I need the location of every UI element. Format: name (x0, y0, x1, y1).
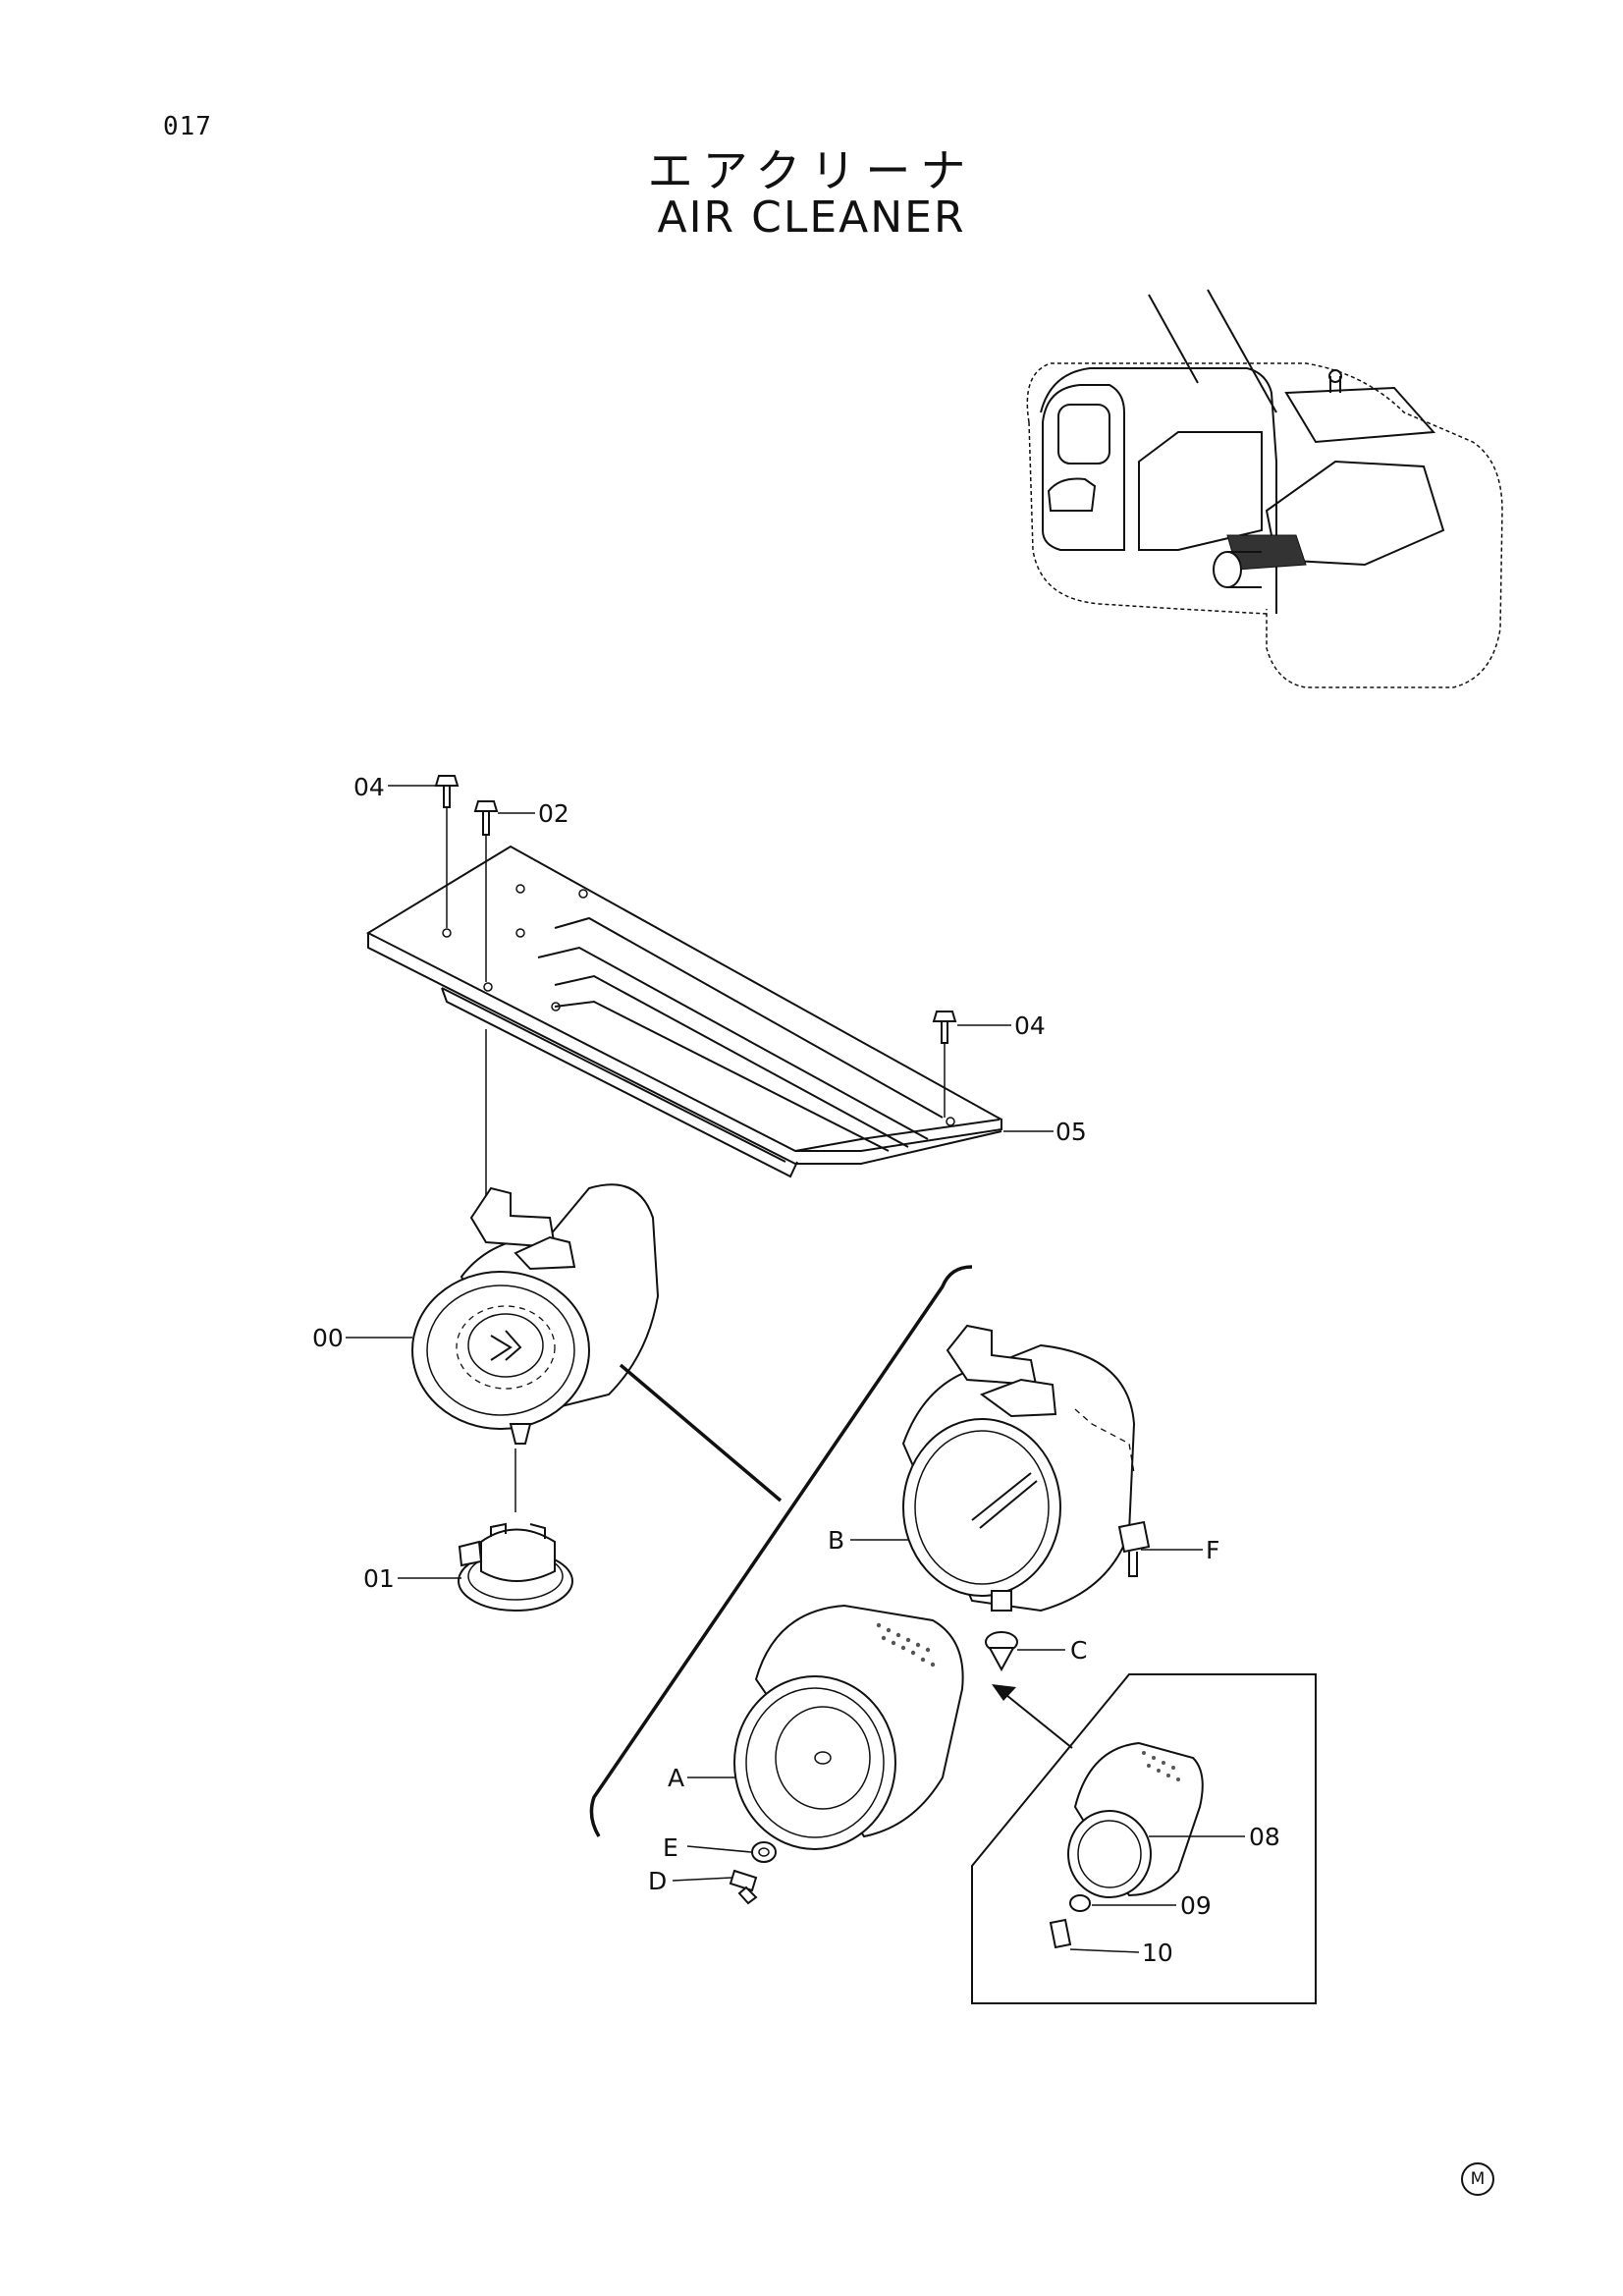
bracket-plate-illustration (365, 845, 1002, 1178)
detail-group-bracket (589, 1265, 973, 1837)
label-element-08: 08 (1249, 1823, 1280, 1851)
air-cleaner-assembly-illustration (411, 1183, 660, 1445)
label-washer-E: E (663, 1833, 678, 1862)
wing-nut-illustration (729, 1869, 758, 1905)
label-valve-cap-C: C (1070, 1636, 1087, 1665)
label-bolt-10: 10 (1142, 1939, 1173, 1967)
page-number: 017 (163, 112, 212, 141)
bolt-04-right-illustration (932, 1011, 957, 1118)
bolt-02-illustration (473, 800, 499, 1237)
label-bracket-05: 05 (1055, 1118, 1087, 1146)
m-mark: M (1461, 2162, 1494, 2196)
washer-illustration (751, 1841, 777, 1863)
label-element-A: A (668, 1764, 684, 1792)
title-english: AIR CLEANER (657, 192, 966, 243)
label-valve-F: F (1206, 1536, 1219, 1564)
label-o-ring-09: 09 (1180, 1891, 1212, 1920)
label-bolt-04-top-left: 04 (353, 773, 385, 801)
label-bolt-02: 02 (538, 799, 569, 828)
element-outer-illustration (733, 1604, 964, 1850)
body-illustration (901, 1324, 1151, 1613)
leader-lines (346, 785, 1245, 1953)
title-japanese: エアクリーナ (647, 144, 976, 197)
cap-illustration (458, 1449, 573, 1612)
valve-cap-illustration (985, 1631, 1018, 1672)
label-bolt-04-right: 04 (1014, 1011, 1046, 1040)
label-cap-01: 01 (363, 1564, 395, 1593)
inner-element-detail-box (971, 1673, 1317, 2004)
bolt-04-top-left-illustration (434, 775, 460, 928)
label-assembly-00: 00 (312, 1324, 344, 1352)
label-body-B: B (828, 1526, 844, 1555)
excavator-overview-illustration (1026, 289, 1503, 688)
label-wing-nut-D: D (648, 1867, 667, 1895)
